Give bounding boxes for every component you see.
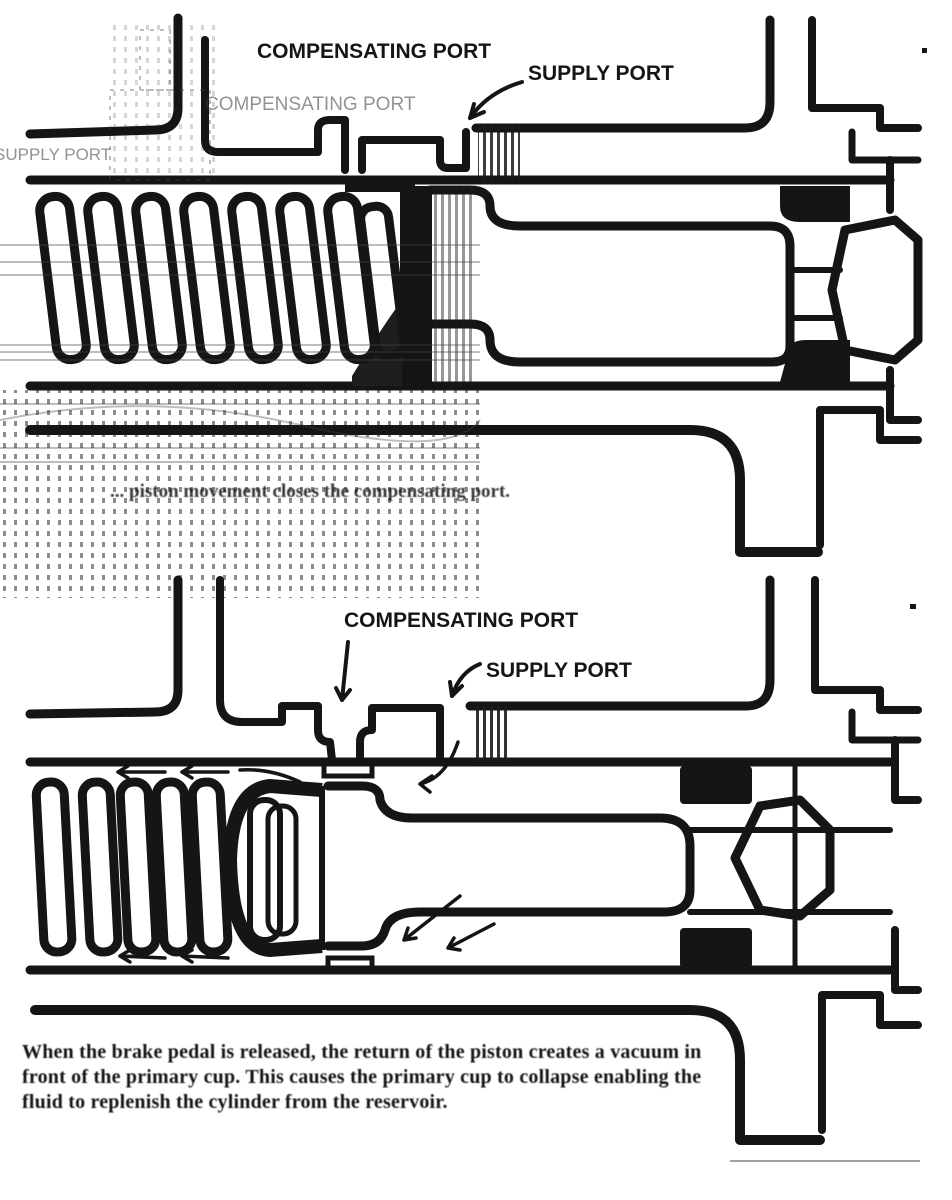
top-primary-piston [425, 185, 795, 367]
bottom-reservoir-left-wall [25, 575, 183, 719]
top-reservoir-inner-mid [358, 128, 470, 174]
top-end-plate [886, 156, 922, 424]
ghost-compensating-port-label: COMPENSATING PORT [205, 94, 416, 115]
bottom-cylinder-diagram [25, 575, 922, 1145]
flow-arrow-upper-1 [116, 764, 167, 780]
top-secondary-seal [780, 186, 850, 382]
bottom-reservoir-inner-mid [356, 704, 444, 764]
bottom-outlet-wall [811, 576, 922, 714]
bottom-return-spring [31, 777, 233, 957]
bottom-supply-port-arrow [448, 662, 482, 698]
top-lower-housing [25, 425, 823, 557]
top-supply-port-arrow [468, 80, 524, 120]
bottom-supply-port-hatch [474, 706, 510, 762]
flow-arrow-lower-2 [180, 948, 230, 964]
bottom-leader-arrows [334, 640, 482, 702]
flow-arrow-upper-2 [180, 764, 230, 780]
bottom-seals [321, 759, 752, 973]
ghost-dot-field [0, 390, 480, 598]
bottom-pushrod-head [730, 795, 835, 921]
top-outlet-wall [808, 16, 922, 132]
top-outlet-wall-2 [848, 128, 922, 164]
bottom-lower-housing [30, 1005, 825, 1145]
bottom-secondary-seal-top [680, 766, 752, 804]
bottom-primary-cup [222, 778, 325, 958]
bottom-compensating-port-label: COMPENSATING PORT [344, 609, 578, 632]
top-reservoir-right [471, 15, 775, 133]
top-primary-cup [345, 176, 472, 386]
bottom-flow-arrows [116, 740, 496, 964]
top-caption: ... piston movement closes the compensat… [110, 481, 511, 502]
flow-arrow-diag-1 [402, 894, 462, 942]
ghost-dot-field-2 [110, 20, 220, 180]
bottom-lower-port-block [325, 955, 375, 973]
top-lower-housing-step [816, 406, 922, 549]
bottom-outlet-wall-2 [848, 708, 922, 744]
bottom-compensating-port-arrow [334, 640, 352, 702]
bottom-compensating-port-block [321, 759, 375, 779]
top-pushrod-head [827, 215, 923, 365]
bottom-reservoir-inner-left [216, 576, 336, 764]
flow-arrow-supply [418, 740, 460, 794]
bottom-secondary-seal-bottom [680, 928, 752, 968]
top-supply-port-label: SUPPLY PORT [528, 62, 674, 85]
top-supply-port-hatch [478, 124, 520, 180]
bottom-lower-housing-step [818, 991, 922, 1134]
ghost-supply-port-label: SUPPLY PORT [0, 145, 111, 164]
top-compensating-port-label: COMPENSATING PORT [257, 40, 491, 63]
bottom-supply-port-label: SUPPLY PORT [486, 659, 632, 682]
flow-arrow-diag-2 [446, 922, 496, 952]
scan-specks [730, 48, 927, 1162]
bottom-reservoir-right [465, 575, 775, 711]
top-return-spring [35, 191, 409, 365]
top-leader-arrows [468, 80, 524, 120]
flow-arrow-lower-1 [118, 948, 167, 964]
flow-arrow-upper-3 [238, 768, 302, 784]
bottom-primary-piston [323, 781, 695, 951]
bottom-caption: When the brake pedal is released, the re… [22, 1041, 702, 1113]
bottom-end-plate [891, 736, 922, 994]
